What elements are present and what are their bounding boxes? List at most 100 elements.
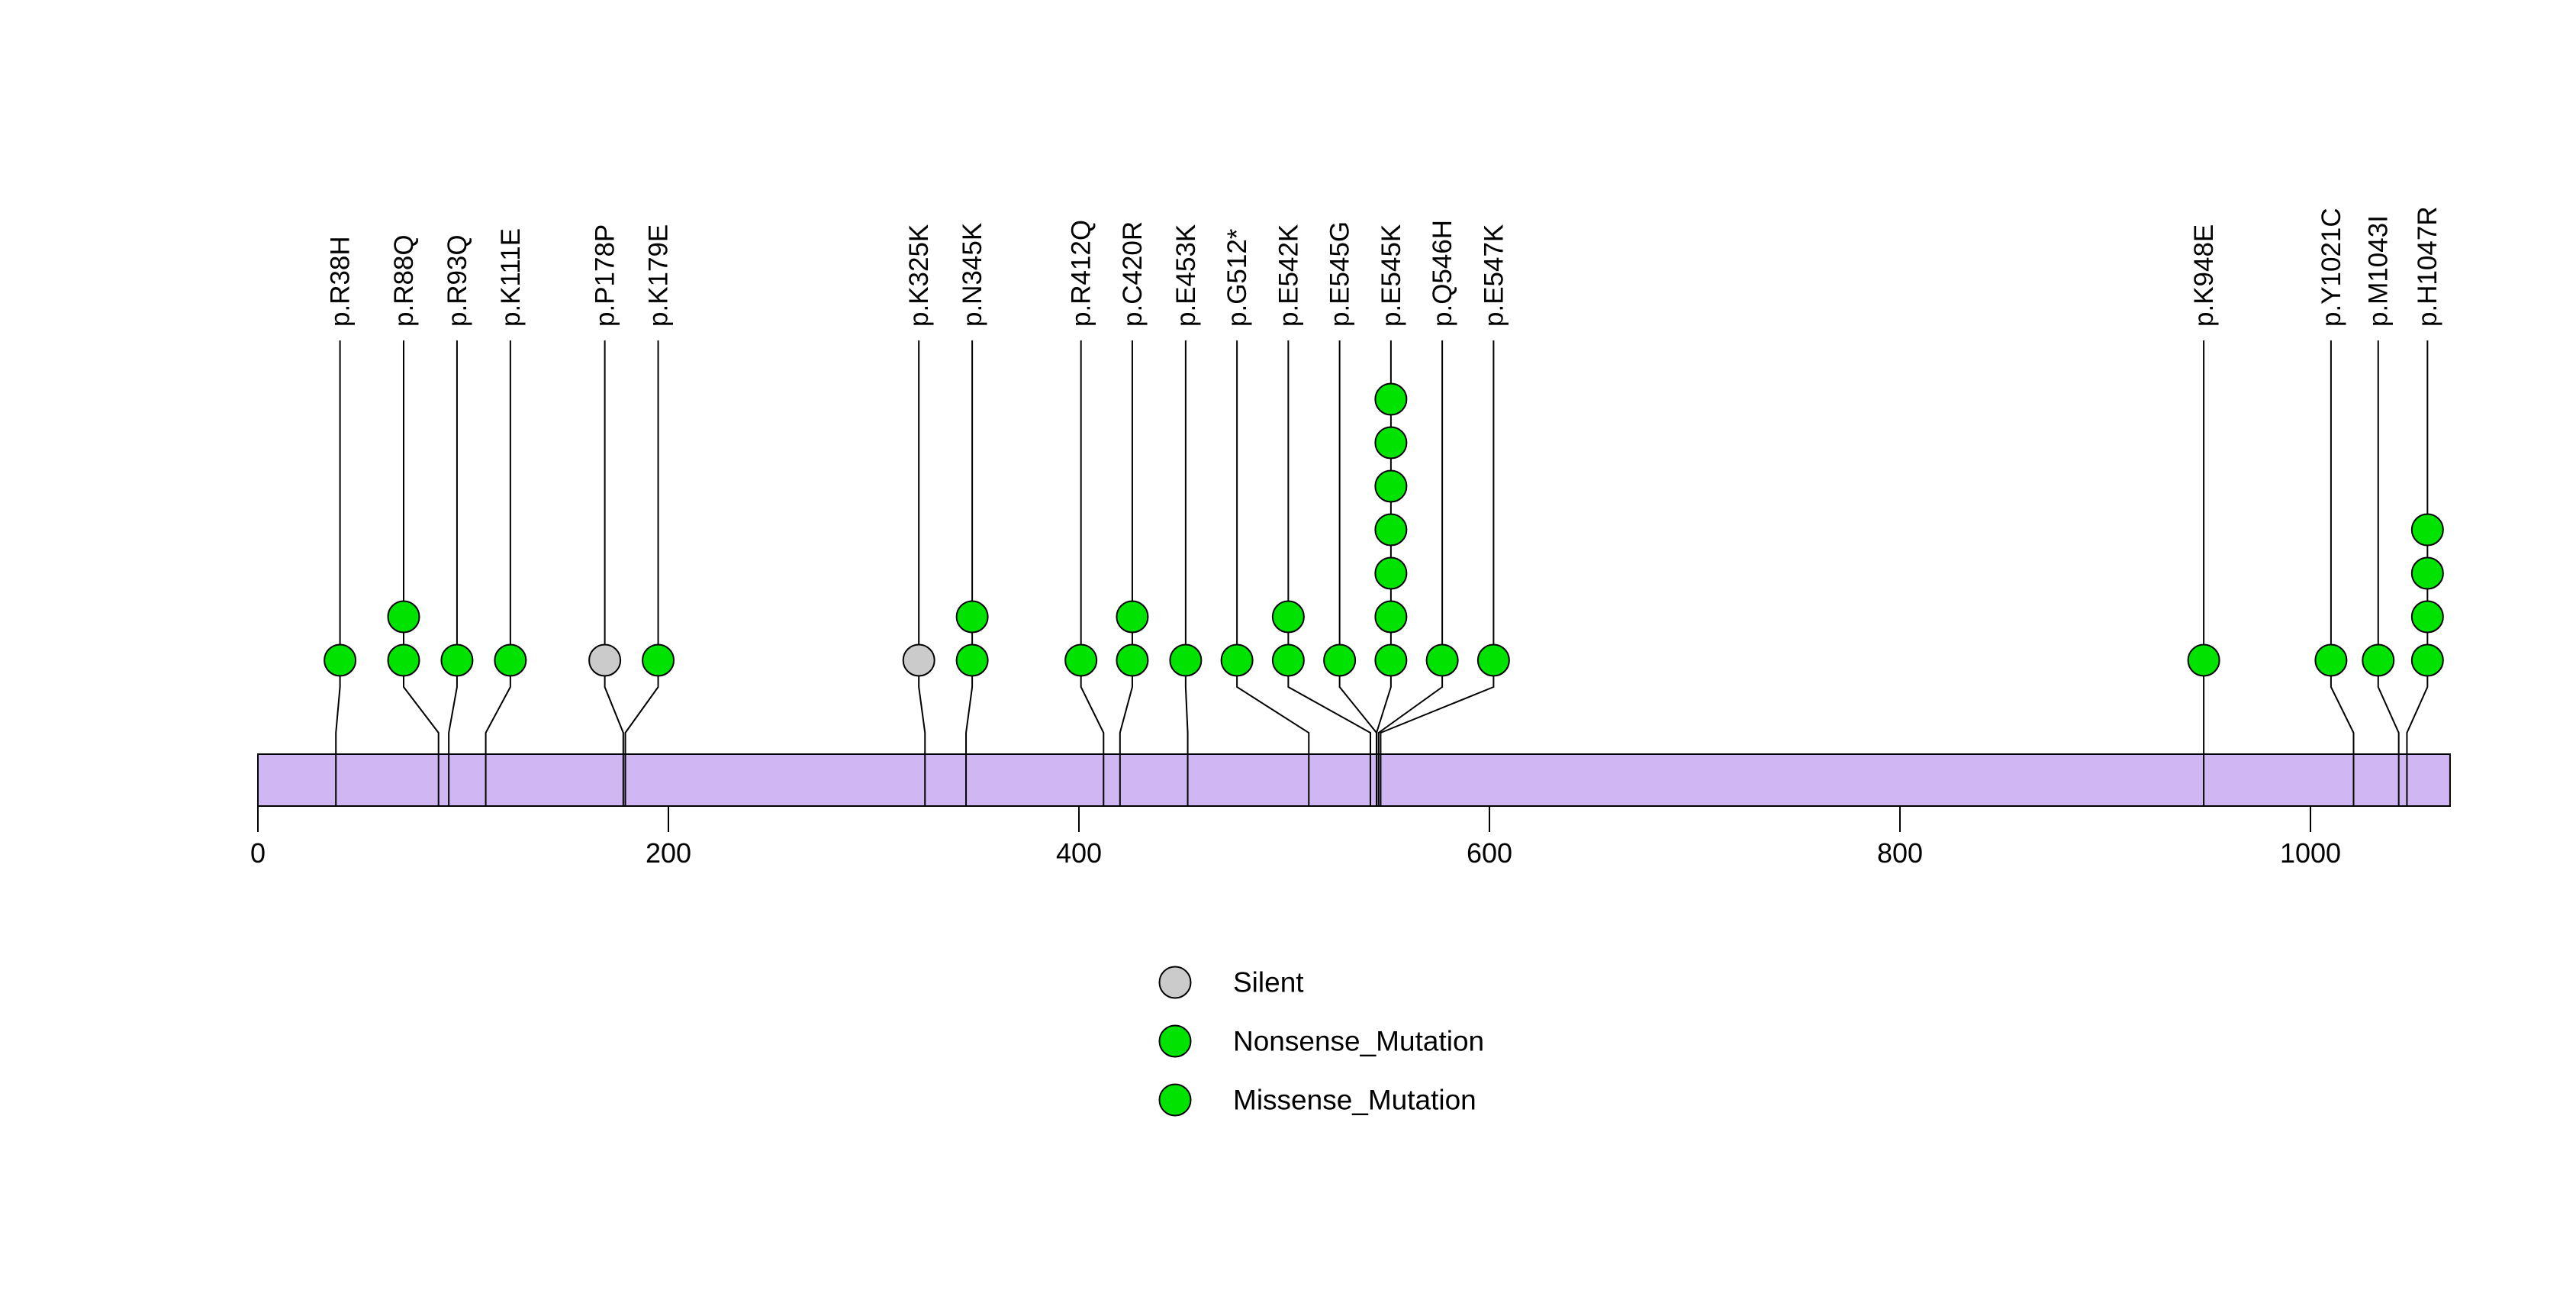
mutation-stem xyxy=(1080,340,1105,806)
mutation-lollipop-pr93q: p.R93Q xyxy=(440,234,474,806)
protein-domain-bar xyxy=(257,753,2451,807)
legend-item-missense: Missense_Mutation xyxy=(1158,1083,1476,1117)
mutation-stem xyxy=(335,340,341,806)
legend-label-nonsense: Nonsense_Mutation xyxy=(1233,1026,1484,1057)
mutation-dot xyxy=(2410,556,2444,590)
axis-tick-label: 200 xyxy=(646,837,691,869)
mutation-label: p.N345K xyxy=(958,223,987,327)
mutation-dot xyxy=(2410,600,2444,634)
mutation-dot xyxy=(1374,426,1408,460)
mutation-label: p.K111E xyxy=(496,228,526,327)
mutation-lollipop-pe545k: p.E545K xyxy=(1374,224,1408,806)
mutation-stem xyxy=(2377,340,2400,806)
mutation-stem xyxy=(448,340,458,806)
mutation-label: p.E547K xyxy=(1479,224,1509,327)
mutation-stem xyxy=(1377,340,1444,806)
mutation-dot xyxy=(1374,382,1408,416)
mutation-lollipop-pp178p: p.P178P xyxy=(588,224,624,806)
mutation-label: p.Y1021C xyxy=(2317,208,2346,327)
mutation-dot xyxy=(2410,513,2444,547)
mutation-dot xyxy=(1374,469,1408,503)
mutation-stem xyxy=(1380,340,1495,806)
legend-label-missense: Missense_Mutation xyxy=(1233,1085,1476,1116)
mutation-stem xyxy=(604,340,624,806)
mutation-stem xyxy=(1287,340,1371,806)
mutation-lollipop-pg512: p.G512* xyxy=(1220,228,1310,806)
mutation-dot xyxy=(494,643,527,677)
mutation-lollipop-pr412q: p.R412Q xyxy=(1064,220,1105,806)
mutation-label: p.E545K xyxy=(1377,224,1406,327)
mutation-dot xyxy=(1374,513,1408,547)
mutation-dot xyxy=(588,643,622,677)
mutation-dot xyxy=(955,600,989,634)
legend-label-silent: Silent xyxy=(1233,967,1304,998)
mutation-lollipop-pe547k: p.E547K xyxy=(1380,224,1510,806)
mutation-dot xyxy=(955,643,989,677)
axis-tick-label: 0 xyxy=(250,837,266,869)
mutation-lollipop-pk948e: p.K948E xyxy=(2187,224,2220,806)
mutation-dot xyxy=(1116,643,1149,677)
mutation-stem xyxy=(485,340,511,806)
mutation-lollipop-pr38h: p.R38H xyxy=(324,236,357,806)
mutation-lollipop-pe453k: p.E453K xyxy=(1169,224,1203,806)
mutation-dot xyxy=(2410,643,2444,677)
mutation-dot xyxy=(1064,643,1098,677)
mutation-dot xyxy=(1374,643,1408,677)
legend-swatch-missense-icon xyxy=(1158,1083,1192,1117)
mutation-dot xyxy=(1116,600,1149,634)
mutation-dot xyxy=(1271,600,1305,634)
mutation-lollipop-pn345k: p.N345K xyxy=(955,223,989,806)
mutation-stem xyxy=(624,340,659,806)
mutation-dot xyxy=(1374,556,1408,590)
axis-tick-label: 600 xyxy=(1467,837,1512,869)
mutation-lollipop-pk179e: p.K179E xyxy=(624,224,675,806)
mutation-stem xyxy=(2330,340,2355,806)
mutation-dot xyxy=(902,643,935,677)
axis-tick-label: 1000 xyxy=(2280,837,2341,869)
legend-swatch-nonsense-icon xyxy=(1158,1024,1192,1058)
mutation-label: p.R412Q xyxy=(1067,220,1096,327)
mutation-label: p.K325K xyxy=(904,224,934,327)
mutation-label: p.E453K xyxy=(1171,224,1201,327)
mutation-dot xyxy=(2362,643,2395,677)
mutation-lollipop-py1021c: p.Y1021C xyxy=(2314,208,2355,806)
axis-tick-label: 800 xyxy=(1877,837,1923,869)
mutation-lollipop-pr88q: p.R88Q xyxy=(387,234,440,806)
mutation-label: p.K948E xyxy=(2189,224,2219,327)
mutation-label: p.P178P xyxy=(591,224,620,327)
axis-tick-label: 400 xyxy=(1056,837,1102,869)
mutation-label: p.Q546H xyxy=(1428,220,1457,327)
mutation-dot xyxy=(1374,600,1408,634)
mutation-stem xyxy=(1184,340,1189,806)
legend-item-silent: Silent xyxy=(1158,966,1304,999)
mutation-stem xyxy=(965,340,974,806)
mutation-label: p.R93Q xyxy=(443,234,472,327)
mutation-lollipop-pe545g: p.E545G xyxy=(1323,221,1378,806)
mutation-label: p.R88Q xyxy=(389,234,419,327)
mutation-label: p.M1043I xyxy=(2364,215,2394,327)
mutation-lollipop-pc420r: p.C420R xyxy=(1116,221,1149,806)
mutation-label: p.H1047R xyxy=(2413,206,2442,327)
mutation-label: p.C420R xyxy=(1118,221,1148,327)
mutation-label: p.R38H xyxy=(326,236,356,327)
mutation-lollipop-pm1043i: p.M1043I xyxy=(2362,215,2400,806)
mutation-dot xyxy=(1323,643,1357,677)
mutation-lollipop-ph1047r: p.H1047R xyxy=(2406,206,2444,806)
mutation-lollipop-pq546h: p.Q546H xyxy=(1377,220,1459,806)
mutation-label: p.E542K xyxy=(1274,224,1303,327)
mutation-dot xyxy=(1425,643,1459,677)
mutation-dot xyxy=(387,643,420,677)
mutation-dot xyxy=(387,600,420,634)
mutation-lollipop-pk325k: p.K325K xyxy=(902,224,935,806)
mutation-dot xyxy=(324,643,357,677)
mutation-dot xyxy=(2187,643,2220,677)
mutation-label: p.G512* xyxy=(1222,228,1252,327)
mutation-dot xyxy=(1169,643,1203,677)
mutation-dot xyxy=(2314,643,2348,677)
mutation-lollipop-pe542k: p.E542K xyxy=(1271,224,1371,806)
mutation-stem xyxy=(402,340,440,806)
mutation-stem xyxy=(1236,340,1310,806)
mutation-dot xyxy=(1271,643,1305,677)
